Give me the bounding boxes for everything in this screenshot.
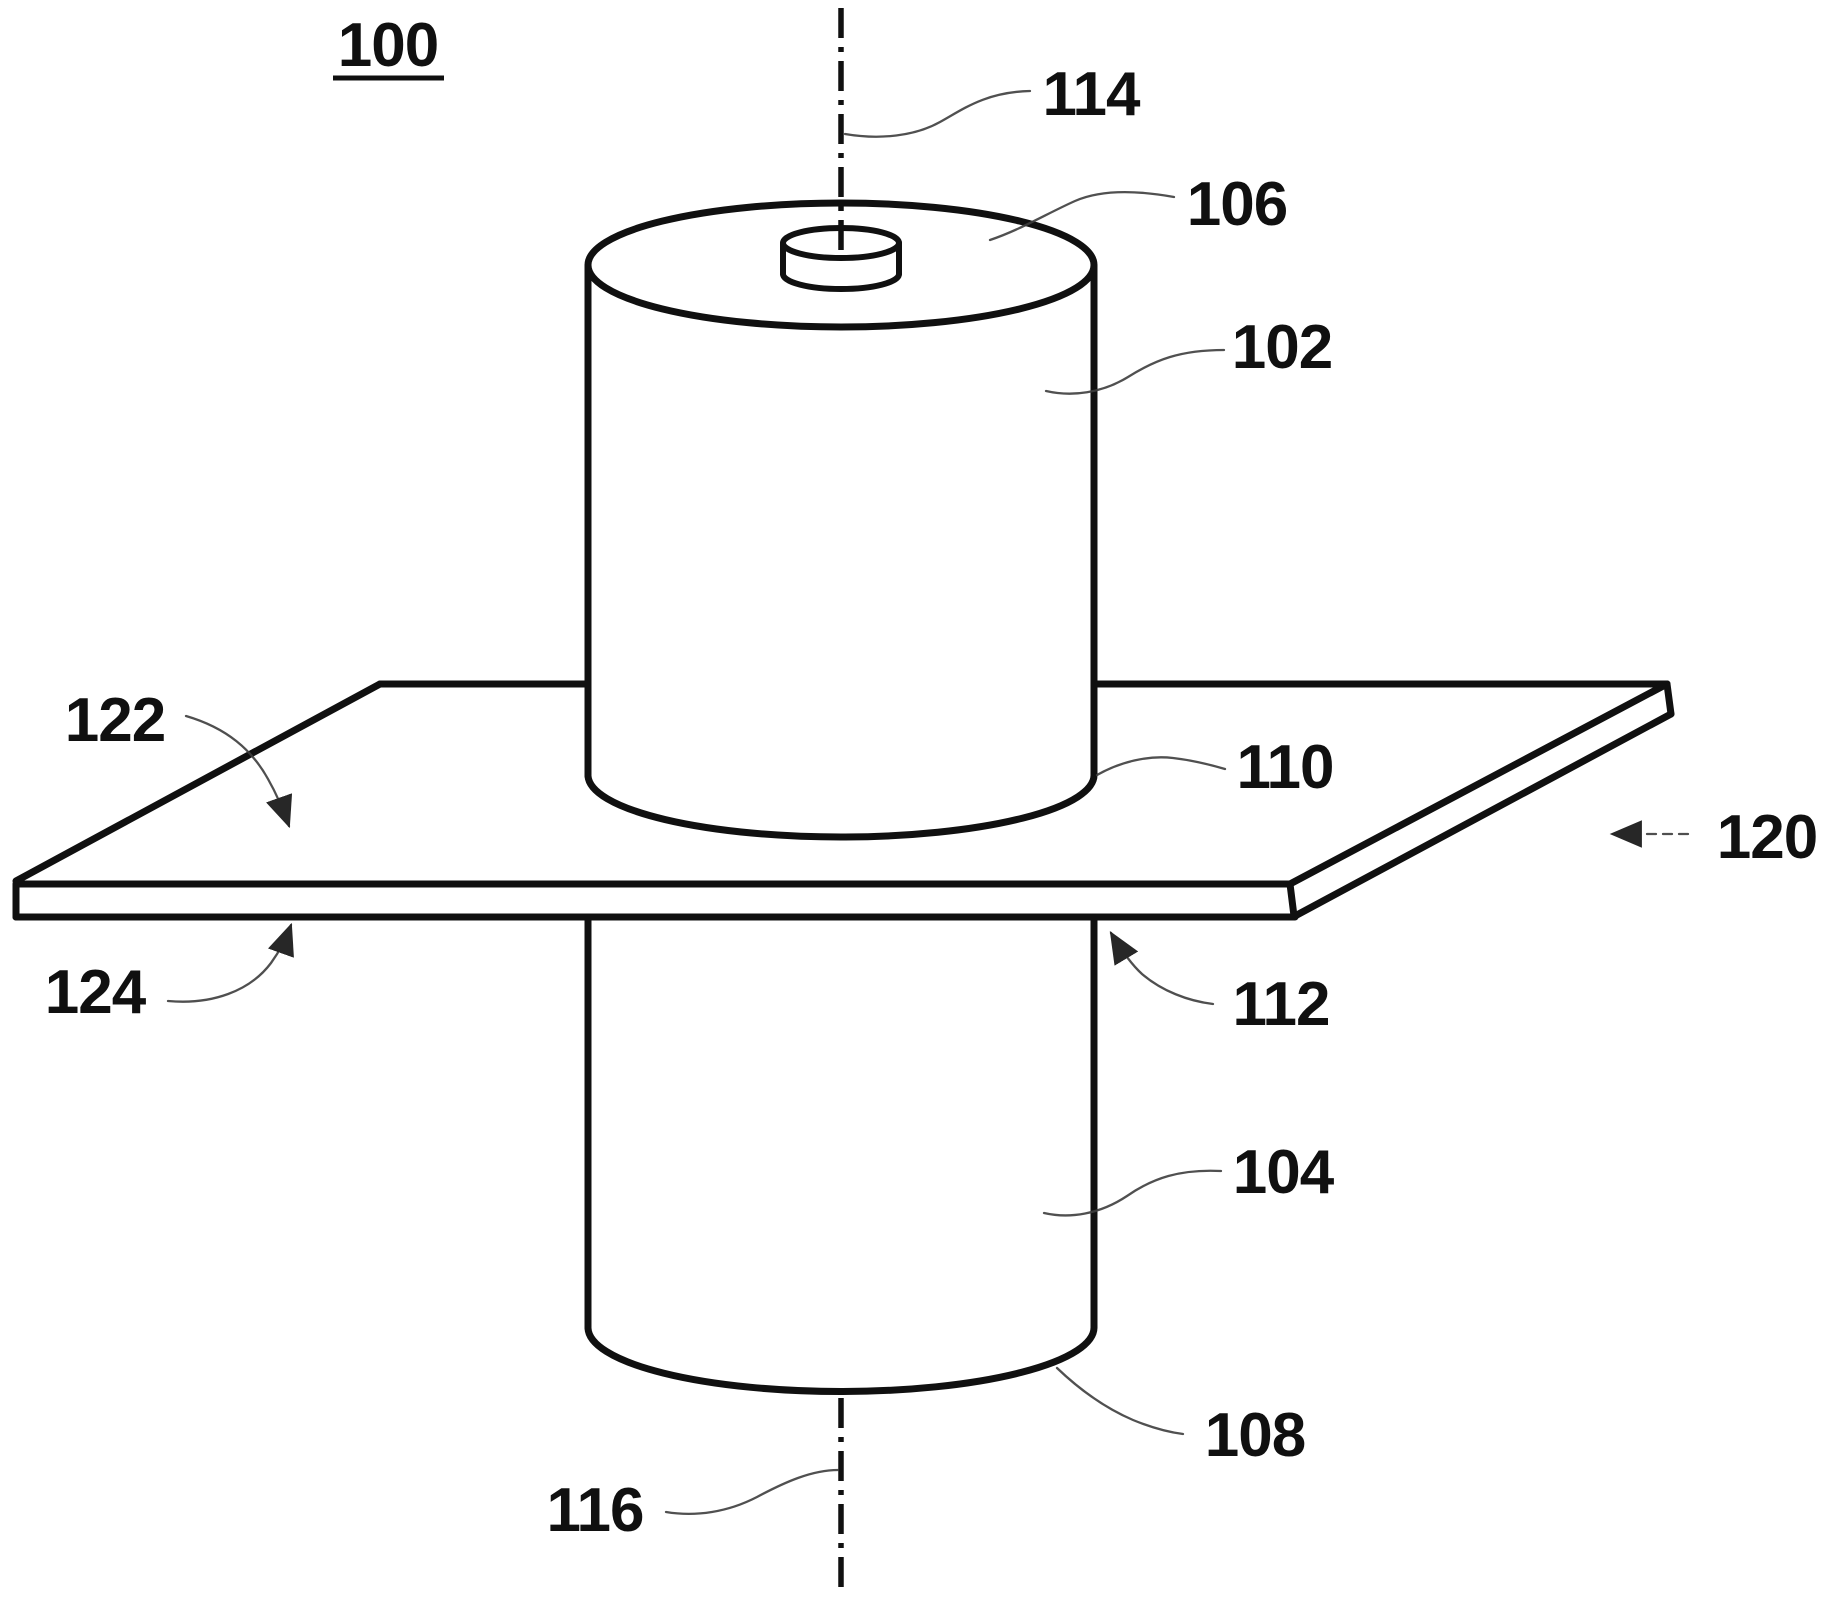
figure-number-label: 100 <box>338 11 438 80</box>
plate-front-right-corner-edge <box>1286 880 1298 920</box>
lower-cylinder-bottom-arc <box>584 1323 1098 1395</box>
leader-line-108 <box>1055 1366 1185 1436</box>
ref-label-124: 124 <box>45 958 147 1027</box>
ref-label-104: 104 <box>1233 1138 1335 1207</box>
plate-right-corner-edge <box>1663 680 1675 718</box>
ref-label-116: 116 <box>546 1476 643 1545</box>
leader-line-104 <box>1042 1169 1223 1217</box>
ref-label-110: 110 <box>1236 733 1333 802</box>
ref-label-106: 106 <box>1187 170 1287 239</box>
plate-right-slant-bottom-edge <box>1291 710 1675 920</box>
ref-label-122: 122 <box>65 686 165 755</box>
leader-arrow-122 <box>184 714 293 829</box>
leader-line-110 <box>1095 756 1227 777</box>
leader-arrow-124 <box>166 922 294 1003</box>
ref-label-102: 102 <box>1232 313 1332 382</box>
leader-line-102 <box>1044 348 1226 395</box>
leader-line-106 <box>988 191 1176 242</box>
ref-label-120: 120 <box>1717 803 1817 872</box>
leader-line-116 <box>664 1468 840 1515</box>
leader-line-114 <box>843 89 1032 138</box>
ref-label-114: 114 <box>1042 60 1141 129</box>
leader-arrow-112 <box>1109 931 1215 1006</box>
ref-label-108: 108 <box>1205 1401 1305 1470</box>
plate-left-slant-edge <box>12 680 384 885</box>
protrusion-bottom-arc <box>780 271 902 292</box>
upper-cylinder-bottom-arc <box>584 770 1098 841</box>
plate-right-slant-top-edge <box>1286 680 1671 888</box>
ref-label-112: 112 <box>1232 970 1329 1039</box>
